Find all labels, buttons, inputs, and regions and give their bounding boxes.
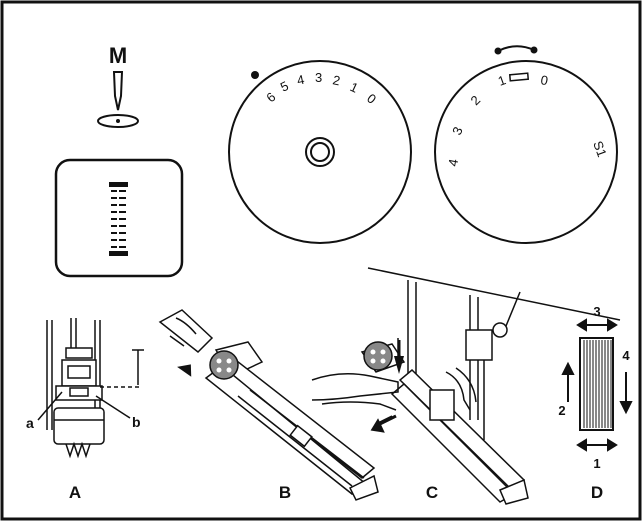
dial-pattern-number: S1 xyxy=(590,139,610,159)
dial-indicator-dot xyxy=(251,71,259,79)
step-4-label: 4 xyxy=(622,348,630,363)
needle-position-label: M xyxy=(109,43,127,68)
figure-label-d: D xyxy=(591,483,603,502)
needle-position-symbol: M xyxy=(97,43,139,128)
step-2-arrow-icon xyxy=(561,361,575,402)
pattern-selector-dial: 4 3 2 1 0 S1 xyxy=(434,45,618,244)
step-3-label: 3 xyxy=(593,304,600,319)
figure-a-presser-foot xyxy=(37,318,144,459)
dial-length-number: 2 xyxy=(331,72,341,88)
buttonhole-bartack-top-icon xyxy=(109,182,128,187)
buttonhole-pattern-window xyxy=(54,158,184,278)
button-icon xyxy=(363,341,393,371)
step-2-label: 2 xyxy=(558,403,565,418)
dial-pattern-number: 4 xyxy=(445,158,461,168)
push-down-arrow-icon xyxy=(394,356,404,374)
dial-length-number: 3 xyxy=(315,70,322,85)
step-4-arrow-icon xyxy=(619,372,633,415)
figure-label-b: B xyxy=(279,483,291,502)
dial-knob-inner xyxy=(310,142,330,162)
dial-length-number: 4 xyxy=(296,72,306,88)
part-label-b: b xyxy=(132,414,141,430)
buttonhole-stitch-icon xyxy=(111,189,126,249)
push-direction-arrow-icon xyxy=(370,418,385,433)
width-indicator-icon xyxy=(494,45,538,55)
figure-label-a: A xyxy=(69,483,81,502)
buttonhole-mark-icon xyxy=(508,72,530,82)
part-label-a: a xyxy=(26,415,34,431)
button-icon xyxy=(209,350,239,380)
stitch-length-dial: 6 5 4 3 2 1 0 xyxy=(228,60,412,244)
step-3-arrow-icon xyxy=(576,318,618,332)
step-1-label: 1 xyxy=(593,456,600,471)
step-1-arrow-icon xyxy=(576,438,618,452)
needle-icon xyxy=(112,71,124,111)
figure-label-c: C xyxy=(426,483,438,502)
dial-pattern-number: 0 xyxy=(539,72,549,88)
dial-pattern-number: 1 xyxy=(496,72,508,89)
buttonhole-bartack-bottom-icon xyxy=(109,251,128,256)
figure-d-buttonhole-sequence xyxy=(561,318,633,452)
